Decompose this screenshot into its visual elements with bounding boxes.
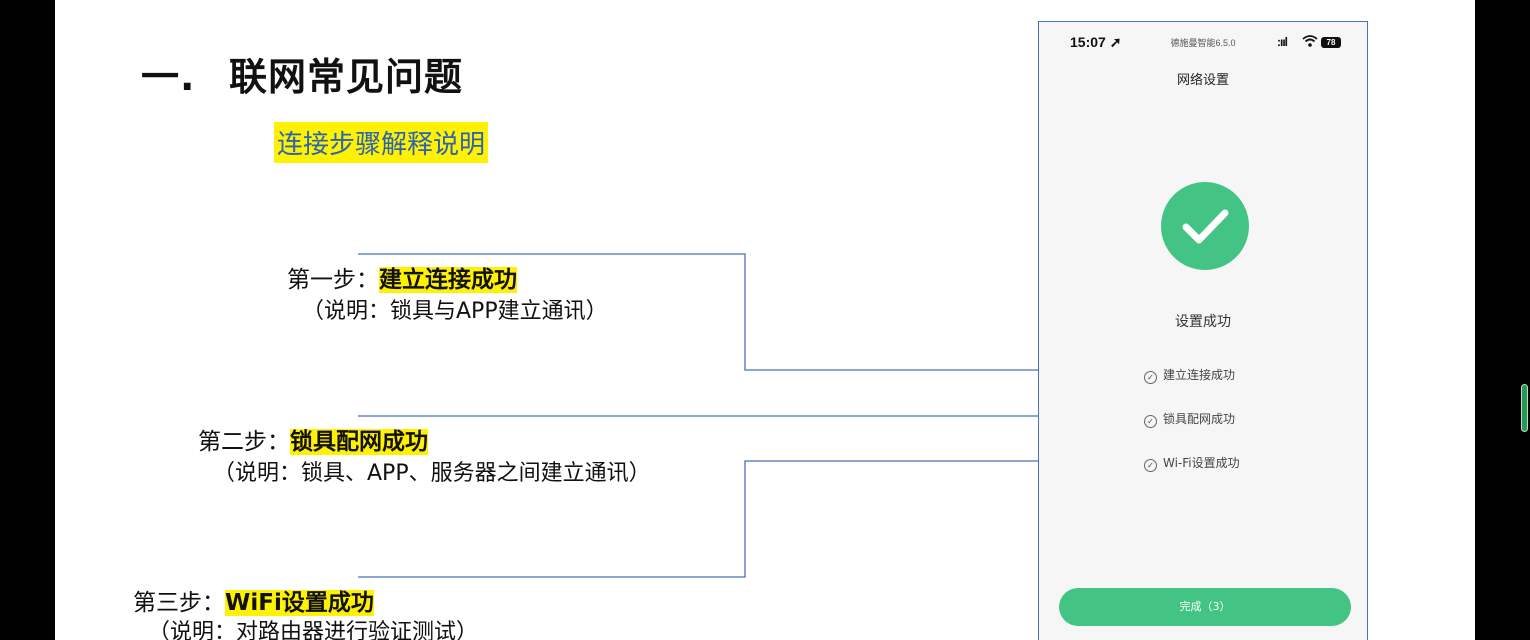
- status-item-connection: ✓建立连接成功: [1144, 366, 1235, 384]
- step-3: 第三步：WiFi设置成功: [133, 583, 374, 617]
- step-2-highlight: 锁具配网成功: [290, 429, 428, 455]
- step-3-label: 第三步：: [133, 590, 225, 616]
- connector-step-3: [358, 461, 1130, 578]
- subheading: 连接步骤解释说明: [274, 122, 489, 163]
- app-version: 德施曼智能6.5.0: [1170, 38, 1236, 48]
- check-icon: ✓: [1144, 459, 1157, 472]
- wifi-icon: [1302, 34, 1318, 51]
- step-2: 第二步：锁具配网成功: [198, 422, 428, 456]
- done-button[interactable]: 完成（3）: [1059, 588, 1351, 626]
- battery-icon: 78: [1321, 37, 1341, 48]
- step-3-highlight: WiFi设置成功: [225, 590, 374, 616]
- result-text: 设置成功: [1175, 314, 1231, 330]
- connector-step-1: [358, 253, 1130, 370]
- status-bar: 15:07 ➚ 德施曼智能6.5.0 :ııl 78: [1039, 34, 1367, 54]
- step-1-label: 第一步：: [287, 267, 379, 293]
- phone-page-title: 网络设置: [1176, 73, 1229, 88]
- check-icon: ✓: [1144, 415, 1157, 428]
- step-3-note: （说明：对路由器进行验证测试）: [148, 620, 479, 640]
- signal-icon: :ııl: [1277, 35, 1288, 49]
- step-2-label: 第二步：: [198, 429, 290, 455]
- check-icon: ✓: [1144, 371, 1157, 384]
- slide: 一. 联网常见问题 连接步骤解释说明 第一步：建立连接成功 （说明：锁具与APP建…: [55, 0, 1475, 640]
- status-item-network: ✓锁具配网成功: [1144, 410, 1235, 428]
- heading-number: 一.: [141, 55, 196, 99]
- status-time: 15:07 ➚: [1070, 34, 1122, 50]
- success-check-icon: [1161, 182, 1249, 270]
- step-1-highlight: 建立连接成功: [379, 267, 517, 293]
- connector-lines: [358, 253, 1475, 578]
- location-arrow-icon: ➚: [1109, 34, 1122, 50]
- step-1-note: （说明：锁具与APP建立通讯）: [302, 299, 608, 324]
- step-1: 第一步：建立连接成功: [287, 260, 517, 294]
- scrollbar-thumb[interactable]: [1521, 384, 1528, 432]
- step-2-note: （说明：锁具、APP、服务器之间建立通讯）: [213, 461, 651, 486]
- heading-text: 联网常见问题: [229, 55, 464, 99]
- phone-screenshot: 15:07 ➚ 德施曼智能6.5.0 :ııl 78 网络设置 设置成功 ✓建立…: [1038, 21, 1368, 640]
- page-title: 一. 联网常见问题: [141, 46, 463, 101]
- status-item-wifi: ✓Wi-Fi设置成功: [1144, 454, 1240, 472]
